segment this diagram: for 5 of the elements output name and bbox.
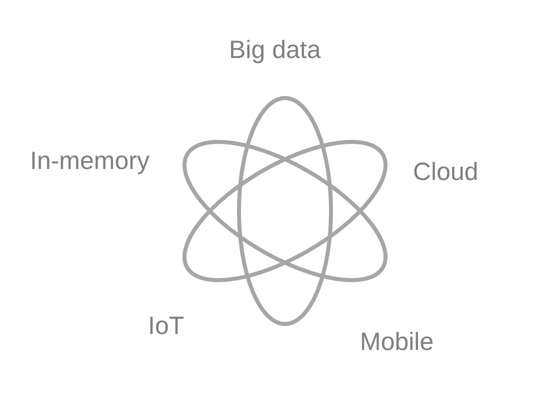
topic-label: IoT	[148, 312, 184, 341]
topic-label: Cloud	[413, 158, 478, 187]
topic-label: Big data	[229, 36, 321, 65]
topic-label: In-memory	[30, 147, 150, 176]
topic-label: Mobile	[360, 328, 434, 357]
